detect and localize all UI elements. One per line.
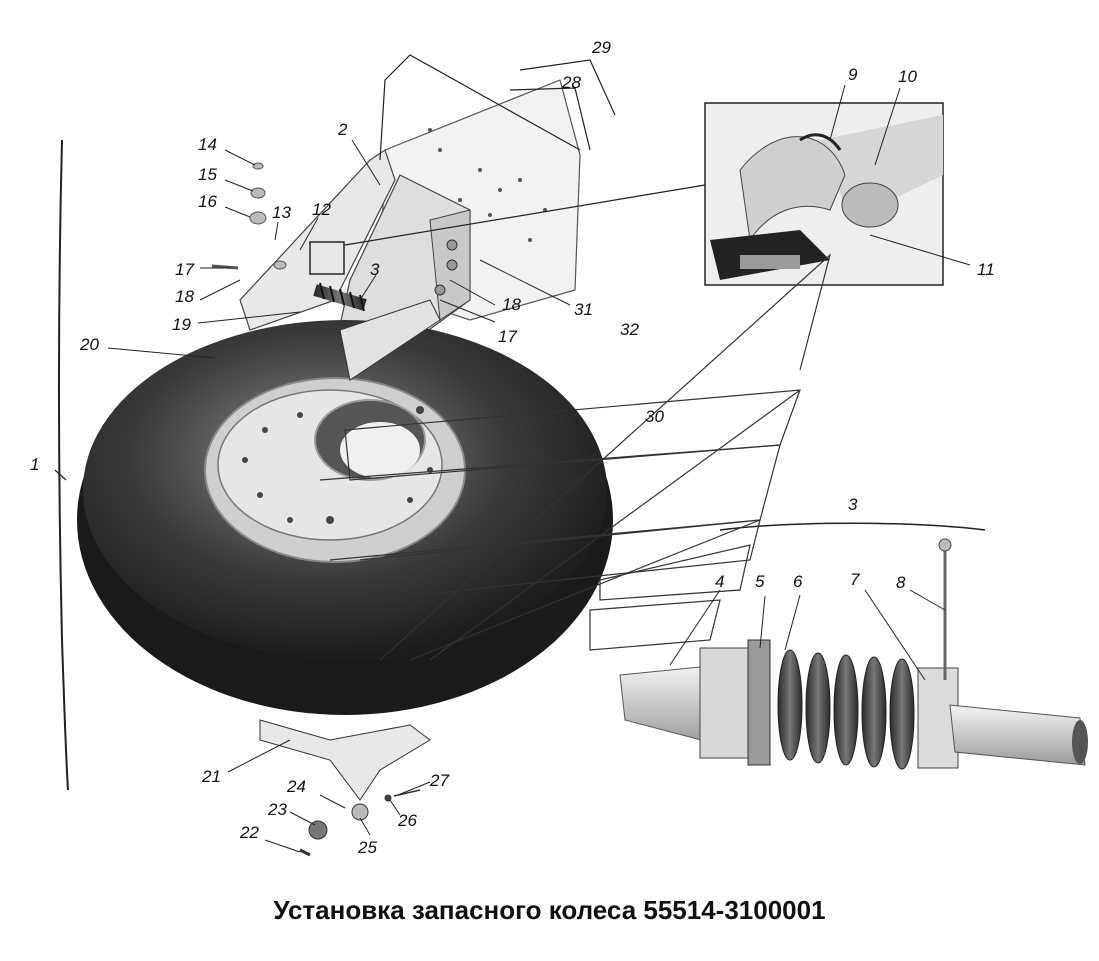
callout-18-right: 18 [502,295,521,314]
callout-7: 7 [850,570,860,589]
callout-3-detail: 3 [848,495,858,514]
callout-13: 13 [272,203,291,222]
callout-19: 19 [172,315,191,334]
callout-leaders [107,84,971,853]
callout-6: 6 [793,572,803,591]
spare-wheel [77,320,613,715]
callout-22: 22 [239,823,259,842]
callout-4: 4 [715,572,724,591]
spring-assembly-detail [619,522,1088,770]
fasteners [211,162,287,270]
callout-27: 27 [429,771,449,790]
guide-lines [319,253,832,661]
lower-bracket [259,719,431,857]
callout-25: 25 [357,838,377,857]
callout-1: 1 [30,455,39,474]
callout-15: 15 [198,165,217,184]
callout-21: 21 [201,767,221,786]
callout-3: 3 [370,260,380,279]
callout-29: 29 [591,38,611,57]
callout-17: 17 [175,260,194,279]
callout-11: 11 [977,260,995,279]
callout-30: 30 [645,407,664,426]
callout-28: 28 [561,73,581,92]
callout-2: 2 [337,120,348,139]
frame-outline [58,139,69,791]
callout-20: 20 [79,335,99,354]
figure-caption: Установка запасного колеса 55514-3100001 [273,895,826,925]
callout-24: 24 [286,777,306,796]
callout-31: 31 [574,300,593,319]
detail-inset [704,102,944,286]
leader-lines-top [344,54,706,246]
callout-8: 8 [896,573,906,592]
callout-32: 32 [620,320,639,339]
callout-5: 5 [755,572,765,591]
holder-arm [339,299,441,381]
callout-26: 26 [397,811,417,830]
callout-14: 14 [198,135,217,154]
callout-10: 10 [898,67,917,86]
callout-12: 12 [312,200,331,219]
callout-16: 16 [198,192,217,211]
callout-9: 9 [848,65,858,84]
callout-18: 18 [175,287,194,306]
callout-23: 23 [267,800,287,819]
callout-17-right: 17 [498,327,517,346]
tension-spring [313,282,367,312]
